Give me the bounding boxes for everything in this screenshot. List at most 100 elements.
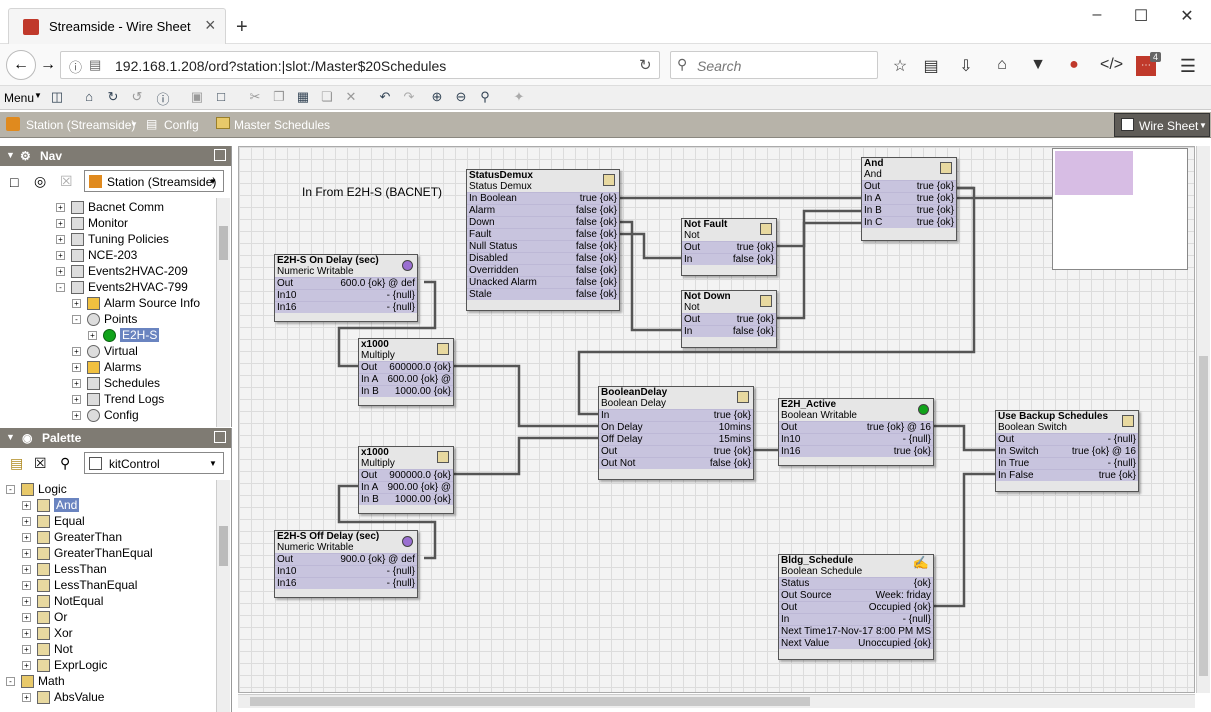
- open-icon[interactable]: □: [10, 174, 19, 190]
- off-delay-block[interactable]: E2H-S Off Delay (sec) Numeric Writable O…: [274, 530, 418, 598]
- block-slot[interactable]: In16- {null}: [275, 577, 417, 589]
- view-selector[interactable]: Wire Sheet ▼: [1114, 113, 1210, 137]
- url-text[interactable]: 192.168.1.208/ord?station:|slot:/Master$…: [115, 58, 447, 74]
- search-box[interactable]: ⚲ Search: [670, 51, 878, 79]
- tree-item[interactable]: +Monitor: [56, 216, 128, 232]
- minimap-viewport[interactable]: [1055, 151, 1133, 195]
- forward-icon[interactable]: →: [40, 56, 56, 73]
- block-slot[interactable]: In- {null}: [779, 613, 933, 625]
- breadcrumb-station[interactable]: Station (Streamside): [26, 118, 136, 132]
- new-file-icon[interactable]: □: [217, 89, 225, 104]
- sync-icon[interactable]: ↺: [131, 89, 143, 104]
- station-select[interactable]: Station (Streamside) ▼: [84, 170, 224, 192]
- home-station-icon[interactable]: ⌂: [85, 89, 93, 104]
- block-slot[interactable]: In10- {null}: [275, 289, 417, 301]
- duplicate-icon[interactable]: ❏: [321, 89, 333, 104]
- scroll-thumb[interactable]: [1199, 356, 1208, 676]
- link-mode-icon[interactable]: ✦: [513, 89, 525, 104]
- tree-item[interactable]: +Bacnet Comm: [56, 200, 164, 216]
- undo-icon[interactable]: ↶: [379, 89, 391, 104]
- tree-item-selected[interactable]: +E2H-S: [88, 328, 160, 344]
- tree-item[interactable]: +Config: [72, 408, 139, 424]
- url-bar[interactable]: ⓘ ▤ 192.168.1.208/ord?station:|slot:/Mas…: [60, 51, 660, 79]
- download-icon[interactable]: ⇩: [959, 58, 973, 75]
- tree-item[interactable]: -Events2HVAC-799: [56, 280, 188, 296]
- side-bar-icon[interactable]: ◫: [50, 89, 64, 104]
- reading-list-icon[interactable]: ▤: [923, 58, 939, 75]
- save-icon[interactable]: ▣: [190, 89, 204, 104]
- tree-item[interactable]: +Virtual: [72, 344, 138, 360]
- zoom-out-icon[interactable]: ⊖: [455, 89, 467, 104]
- collapse-icon[interactable]: ▼: [6, 150, 15, 160]
- palette-item[interactable]: +Or: [22, 610, 67, 626]
- palette-item[interactable]: +Equal: [22, 514, 85, 530]
- tree-item[interactable]: +Events2HVAC-209: [56, 264, 188, 280]
- palette-item-selected[interactable]: +And: [22, 498, 80, 514]
- find-icon[interactable]: ⚲: [60, 455, 71, 471]
- paste-icon[interactable]: ▦: [296, 89, 310, 104]
- block-slot[interactable]: Status{ok}: [779, 577, 933, 589]
- palette-item[interactable]: +LessThanEqual: [22, 578, 137, 594]
- pocket-icon[interactable]: ▼: [1030, 56, 1046, 73]
- tab-close-icon[interactable]: ×: [205, 15, 216, 35]
- new-tab-button[interactable]: +: [236, 16, 248, 38]
- maximize-panel-icon[interactable]: [214, 149, 226, 161]
- wire-sheet-canvas[interactable]: In From E2H-S (BACNET) StatusDemux Statu…: [238, 146, 1195, 693]
- target-icon[interactable]: ◎: [34, 173, 47, 189]
- tree-item[interactable]: +Alarms: [72, 360, 141, 376]
- bldg-schedule-block[interactable]: Bldg_Schedule Boolean Schedule ✍ Status{…: [778, 554, 934, 660]
- extension-icon[interactable]: ●: [1069, 56, 1079, 73]
- backup-switch-block[interactable]: Use Backup Schedules Boolean Switch Out-…: [995, 410, 1139, 492]
- refresh-icon[interactable]: ↻: [107, 89, 119, 104]
- palette-item[interactable]: +Xor: [22, 626, 73, 642]
- palette-folder[interactable]: -Math: [6, 674, 65, 690]
- collapse-icon[interactable]: ▼: [6, 432, 15, 442]
- home-icon[interactable]: ⌂: [997, 56, 1007, 73]
- palette-item[interactable]: +ExprLogic: [22, 658, 107, 674]
- block-slot[interactable]: In16- {null}: [275, 301, 417, 313]
- breadcrumb-config[interactable]: Config: [164, 118, 199, 132]
- zoom-in-icon[interactable]: ⊕: [431, 89, 443, 104]
- zoom-fit-icon[interactable]: ⚲: [480, 89, 490, 104]
- tree-item[interactable]: +Trend Logs: [72, 392, 164, 408]
- menu-button[interactable]: Menu: [4, 91, 35, 105]
- palette-item[interactable]: +GreaterThanEqual: [22, 546, 153, 562]
- palette-item[interactable]: +LessThan: [22, 562, 107, 578]
- minimap[interactable]: [1052, 148, 1188, 270]
- cut-icon[interactable]: ✂: [249, 89, 261, 104]
- palette-scrollbar[interactable]: [216, 480, 230, 712]
- canvas-hscrollbar[interactable]: [238, 694, 1195, 708]
- tree-item[interactable]: -Points: [72, 312, 137, 328]
- palette-item[interactable]: +GreaterThan: [22, 530, 122, 546]
- palette-item[interactable]: +NotEqual: [22, 594, 103, 610]
- close-palette-icon[interactable]: ☒: [34, 455, 47, 471]
